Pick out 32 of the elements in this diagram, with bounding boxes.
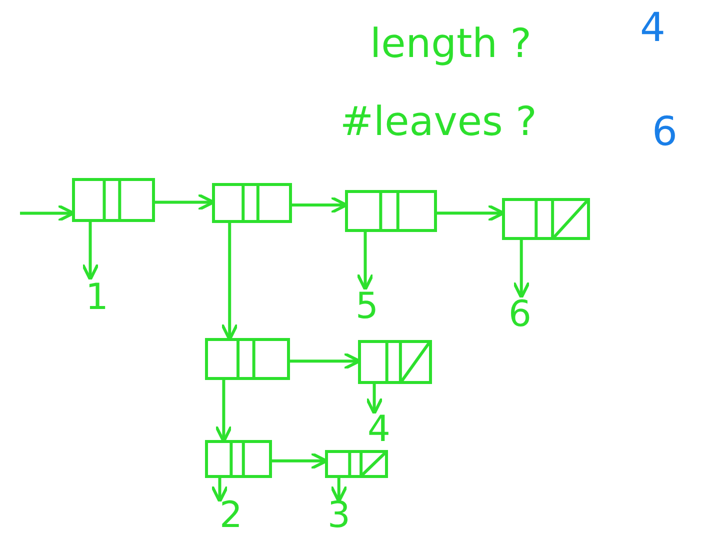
arrow (290, 352, 361, 370)
question-text: #leaves ? (340, 100, 537, 144)
cons-cell (205, 338, 290, 380)
arrow (155, 193, 215, 212)
cons-cell (502, 198, 590, 240)
arrow (356, 232, 374, 291)
arrow (292, 196, 348, 214)
leaf-value: 6 (500, 296, 540, 334)
answer-value: 6 (652, 110, 678, 154)
leaf-value: 1 (80, 278, 114, 318)
answer-value: 4 (640, 6, 666, 50)
arrow (437, 204, 505, 222)
arrow (512, 240, 530, 299)
arrow (214, 380, 233, 443)
cons-cell (345, 190, 437, 232)
leaf-value: 4 (362, 412, 396, 448)
arrow (220, 223, 239, 341)
question-text: length ? (370, 22, 532, 66)
arrow (365, 384, 384, 415)
arrow (210, 478, 229, 503)
cons-cell (72, 178, 155, 222)
leaf-value: 5 (350, 288, 384, 326)
cons-cell (325, 450, 388, 478)
arrow (20, 204, 75, 222)
arrow (330, 478, 348, 503)
cons-cell (205, 440, 272, 478)
leaf-value: 2 (214, 500, 248, 532)
leaf-value: 3 (322, 500, 356, 532)
cons-cell (212, 183, 292, 223)
arrow (272, 452, 328, 470)
cons-cell (358, 340, 432, 384)
arrow (81, 222, 100, 281)
